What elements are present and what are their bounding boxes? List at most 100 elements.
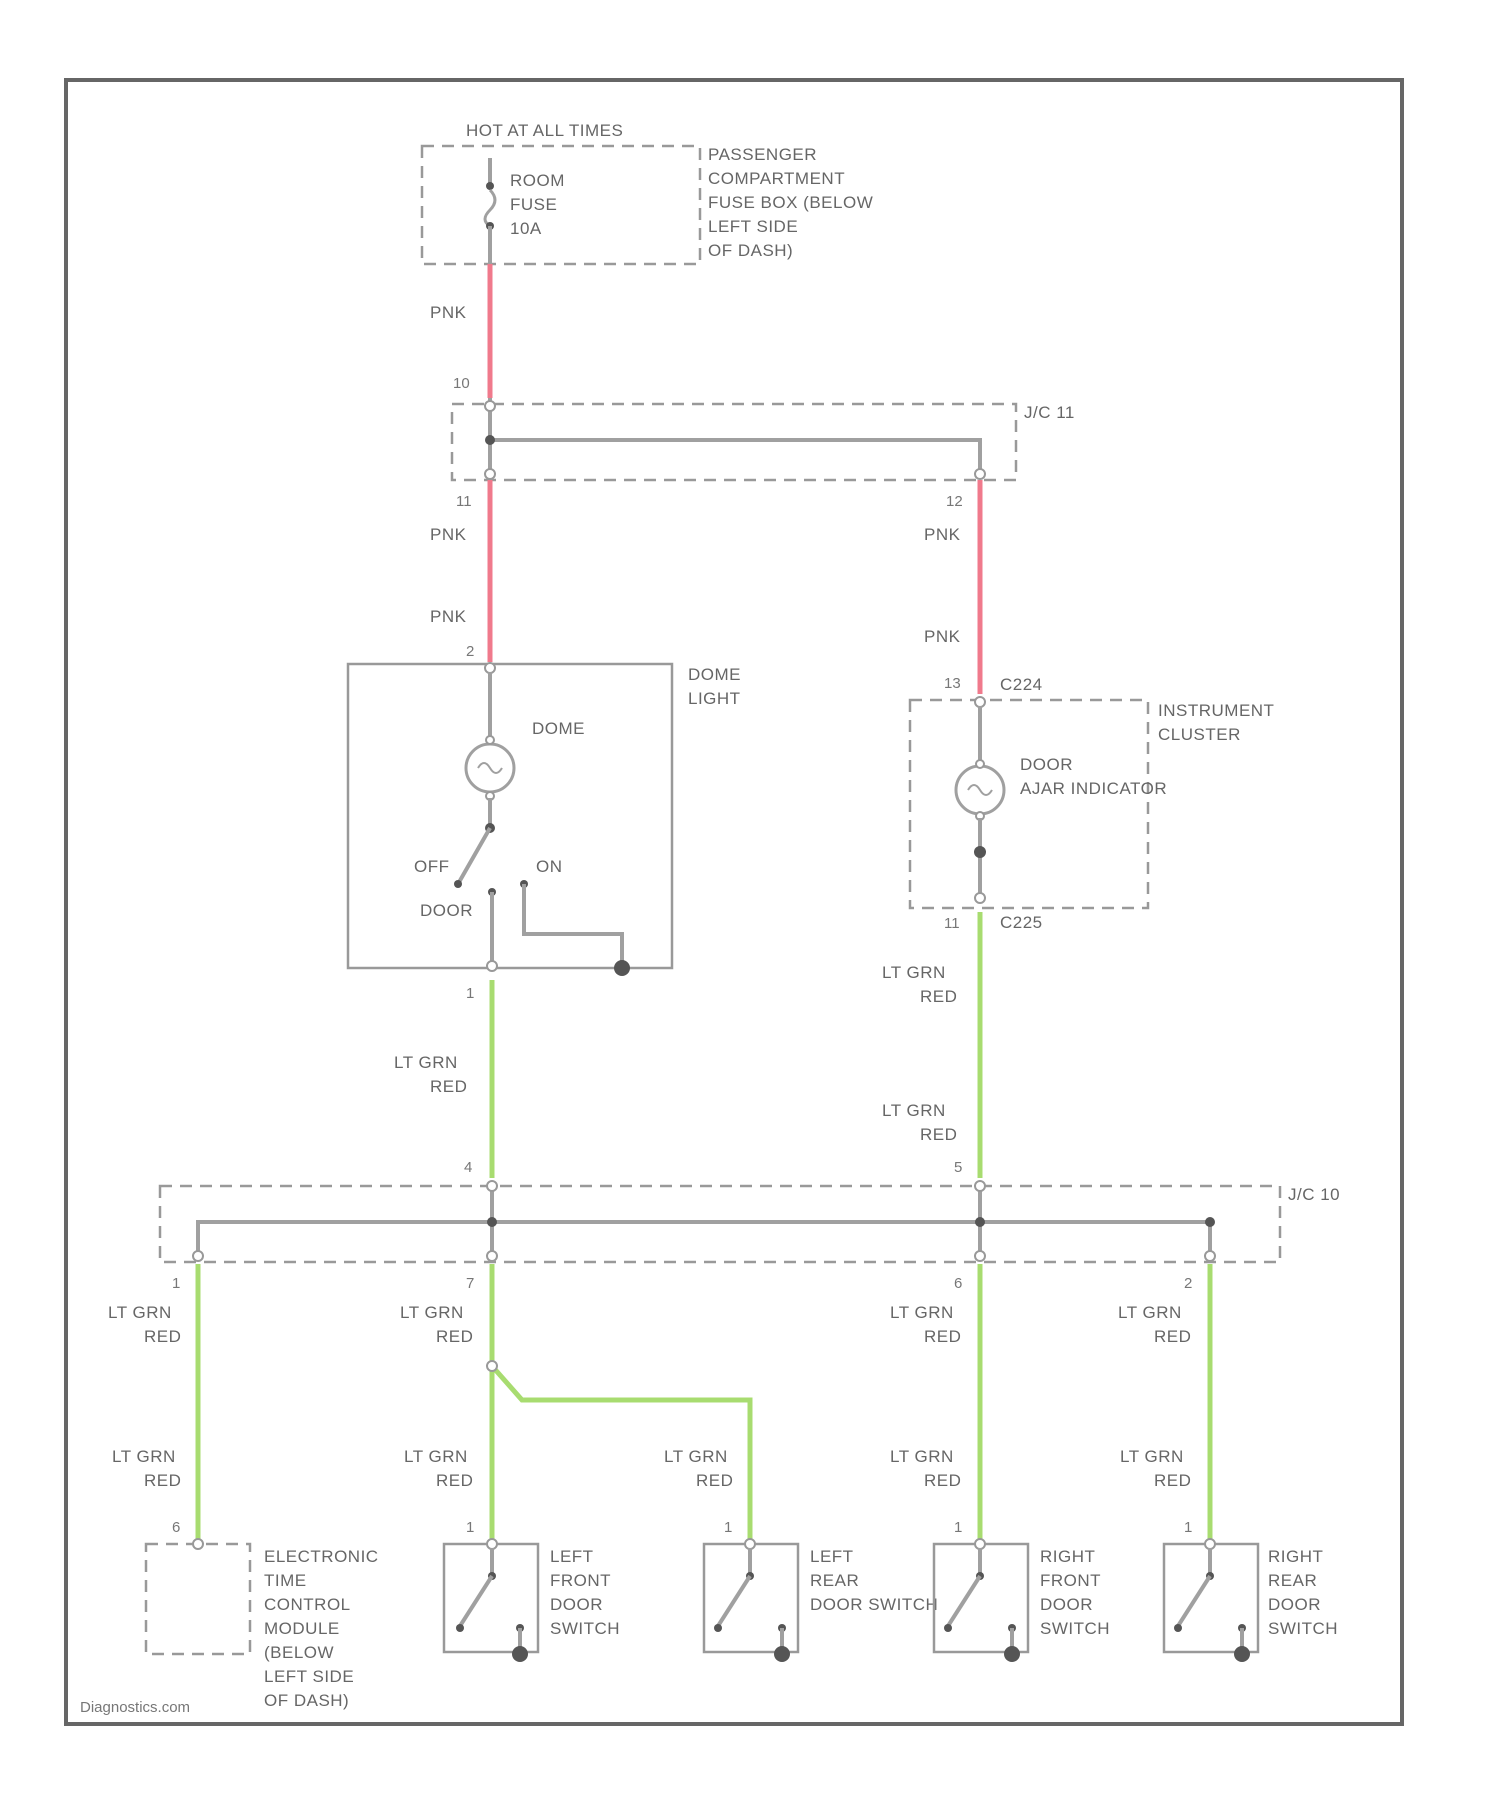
wire-label-grn-h2: RED xyxy=(144,1471,181,1490)
rr-ground xyxy=(1234,1646,1250,1662)
wire-label-grn-k1: LT GRN xyxy=(890,1447,954,1466)
dome-switch-on-label: ON xyxy=(536,857,563,876)
pin-jc10-right: 5 xyxy=(954,1159,962,1176)
pin-dome-out: 1 xyxy=(466,985,474,1002)
jc11-terminal-in xyxy=(485,401,495,411)
rf-ground xyxy=(1004,1646,1020,1662)
rf-contact xyxy=(944,1624,952,1632)
fuse-label-1: ROOM xyxy=(510,171,565,190)
rr-label-3: DOOR xyxy=(1268,1595,1321,1614)
wire-label-pnk-5: PNK xyxy=(924,627,961,646)
etacs-label-1: ELECTRONIC xyxy=(264,1547,379,1566)
fuse-contact-top xyxy=(486,182,494,190)
wire-label-pnk-3: PNK xyxy=(430,607,467,626)
dome-light-title-2: LIGHT xyxy=(688,689,741,708)
door-ajar-bulb-filament xyxy=(968,785,992,795)
rf-label-3: DOOR xyxy=(1040,1595,1093,1614)
wire-label-grn-i1: LT GRN xyxy=(404,1447,468,1466)
wire-label-grn-c1: LT GRN xyxy=(882,1101,946,1120)
rr-terminal xyxy=(1205,1539,1215,1549)
pin-jc10-b2: 7 xyxy=(466,1275,474,1292)
cluster-conn-bottom: C225 xyxy=(1000,913,1043,932)
pin-jc10-b3: 6 xyxy=(954,1275,962,1292)
etacs-module-box xyxy=(146,1544,250,1654)
jc10-splice-3 xyxy=(1205,1217,1215,1227)
rr-label-4: SWITCH xyxy=(1268,1619,1338,1638)
cluster-bulb-terminal-top xyxy=(976,760,984,768)
dome-bulb-terminal-top xyxy=(486,736,494,744)
wire-label-grn-e2: RED xyxy=(436,1327,473,1346)
pin-jc11-left: 11 xyxy=(456,493,472,510)
lf-blade xyxy=(460,1576,492,1626)
rf-blade xyxy=(948,1576,980,1626)
wire-label-grn-l2: RED xyxy=(1154,1471,1191,1490)
lr-label-3: DOOR SWITCH xyxy=(810,1595,938,1614)
wire-label-grn-e1: LT GRN xyxy=(400,1303,464,1322)
pin-cluster-out: 11 xyxy=(944,915,960,932)
jc11-terminal-right xyxy=(975,469,985,479)
wire-label-grn-c2: RED xyxy=(920,1125,957,1144)
rr-label-2: REAR xyxy=(1268,1571,1317,1590)
pin-jc11-right: 12 xyxy=(946,493,963,510)
etacs-label-7: OF DASH) xyxy=(264,1691,349,1710)
wire-label-grn-l1: LT GRN xyxy=(1120,1447,1184,1466)
dome-bulb-label: DOME xyxy=(532,719,585,738)
wire-label-grn-b1: LT GRN xyxy=(882,963,946,982)
fuse-box xyxy=(422,146,700,264)
fuse-box-desc-4: LEFT SIDE xyxy=(708,217,798,236)
lf-label-1: LEFT xyxy=(550,1547,594,1566)
jc10-terminal-in-right xyxy=(975,1181,985,1191)
etacs-label-3: CONTROL xyxy=(264,1595,351,1614)
right-front-door-switch: 1 RIGHT FRONT DOOR SWITCH xyxy=(934,1519,1110,1662)
lf-label-3: DOOR xyxy=(550,1595,603,1614)
wire-label-pnk-1: PNK xyxy=(430,303,467,322)
jc11-terminal-left xyxy=(485,469,495,479)
jc11-label: J/C 11 xyxy=(1024,403,1075,422)
pin-rf: 1 xyxy=(954,1519,962,1536)
dome-light-title-1: DOME xyxy=(688,665,741,684)
dome-on-lead xyxy=(524,884,622,968)
dome-ground xyxy=(614,960,630,976)
etacs-label-4: MODULE xyxy=(264,1619,340,1638)
wire-label-grn-a1: LT GRN xyxy=(394,1053,458,1072)
jc10-splice-2 xyxy=(975,1217,985,1227)
pin-jc10-left: 4 xyxy=(464,1159,472,1176)
wire-label-grn-g1: LT GRN xyxy=(1118,1303,1182,1322)
wire-label-grn-k2: RED xyxy=(924,1471,961,1490)
fuse-box-desc-5: OF DASH) xyxy=(708,241,793,260)
jc10-terminal-b3 xyxy=(975,1251,985,1261)
fuse-label-2: FUSE xyxy=(510,195,557,214)
fuse-box-header: HOT AT ALL TIMES xyxy=(466,121,623,140)
jc10-bus xyxy=(198,1222,1210,1256)
cluster-terminal-in xyxy=(975,697,985,707)
dome-switch-door-label: DOOR xyxy=(420,901,473,920)
cluster-diode xyxy=(974,846,986,858)
lr-label-2: REAR xyxy=(810,1571,859,1590)
rr-contact xyxy=(1174,1624,1182,1632)
rf-label-1: RIGHT xyxy=(1040,1547,1095,1566)
wire-label-grn-d2: RED xyxy=(144,1327,181,1346)
left-front-door-switch: 1 LEFT FRONT DOOR SWITCH xyxy=(444,1519,620,1662)
instrument-cluster-box xyxy=(910,700,1148,908)
right-rear-door-switch: 1 RIGHT REAR DOOR SWITCH xyxy=(1164,1519,1338,1662)
diagram-frame xyxy=(66,80,1402,1724)
rf-terminal xyxy=(975,1539,985,1549)
lf-contact xyxy=(456,1624,464,1632)
wire-label-grn-j2: RED xyxy=(696,1471,733,1490)
cluster-title-1: INSTRUMENT xyxy=(1158,701,1274,720)
dome-switch-off-label: OFF xyxy=(414,857,450,876)
fuse-box-desc-3: FUSE BOX (BELOW xyxy=(708,193,873,212)
wire-label-grn-b2: RED xyxy=(920,987,957,1006)
lr-ground xyxy=(774,1646,790,1662)
fuse-box-desc-2: COMPARTMENT xyxy=(708,169,845,188)
pin-lr: 1 xyxy=(724,1519,732,1536)
jc10-splice-1 xyxy=(487,1217,497,1227)
cluster-bulb-label-2: AJAR INDICATOR xyxy=(1020,779,1167,798)
pin-etacs: 6 xyxy=(172,1519,180,1536)
lf-label-2: FRONT xyxy=(550,1571,611,1590)
wire-label-grn-g2: RED xyxy=(1154,1327,1191,1346)
rf-label-2: FRONT xyxy=(1040,1571,1101,1590)
jc10-terminal-b2 xyxy=(487,1251,497,1261)
dome-bulb-filament xyxy=(478,763,502,773)
